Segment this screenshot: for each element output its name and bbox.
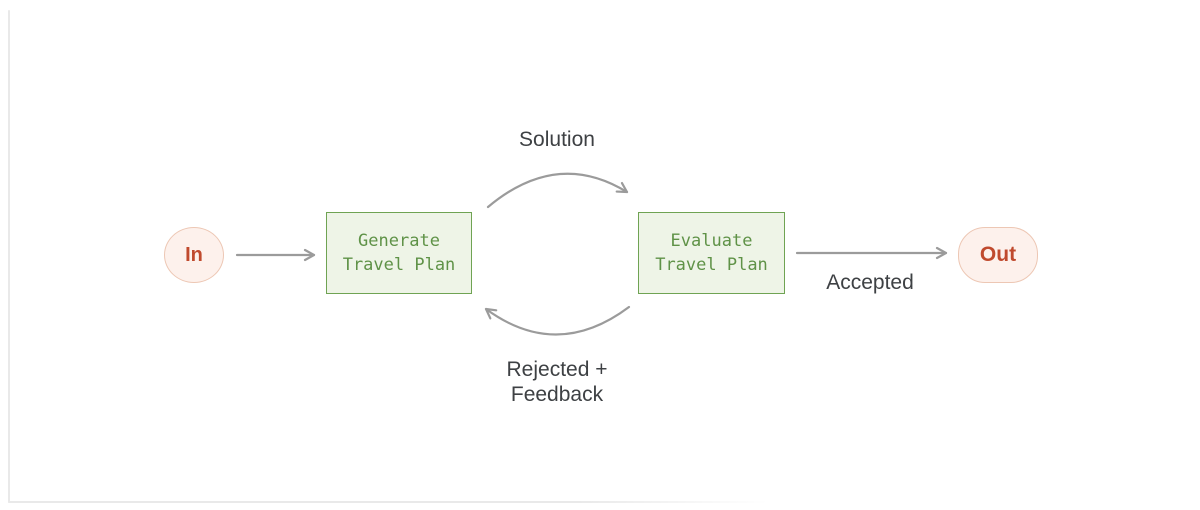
edge-label-accepted: Accepted: [770, 270, 970, 295]
node-evaluate-label-line1: Evaluate: [670, 231, 753, 251]
edge-label-rejected: Rejected + Feedback: [457, 357, 657, 407]
edge-label-solution: Solution: [457, 127, 657, 152]
page-frame-bottom-border: [8, 501, 768, 503]
rejected-label-line1: Rejected +: [506, 358, 608, 381]
solution-label-text: Solution: [519, 128, 595, 151]
node-in-label: In: [185, 243, 203, 266]
accepted-label-text: Accepted: [826, 271, 914, 294]
node-evaluate-travel-plan: Evaluate Travel Plan: [638, 212, 785, 294]
node-generate-label-line1: Generate: [358, 231, 440, 251]
page-frame-left-border: [8, 10, 10, 503]
node-in: In: [164, 227, 224, 283]
node-out-label: Out: [979, 243, 1017, 266]
node-generate-label-line2: Travel Plan: [342, 255, 456, 275]
rejected-label-line2: Feedback: [510, 383, 604, 406]
node-evaluate-label-line2: Travel Plan: [655, 255, 768, 275]
edge-solution-arrow: [486, 172, 629, 209]
node-generate-travel-plan: Generate Travel Plan: [326, 212, 472, 294]
edge-rejected-arrow: [484, 305, 631, 336]
node-out: Out: [958, 227, 1038, 283]
